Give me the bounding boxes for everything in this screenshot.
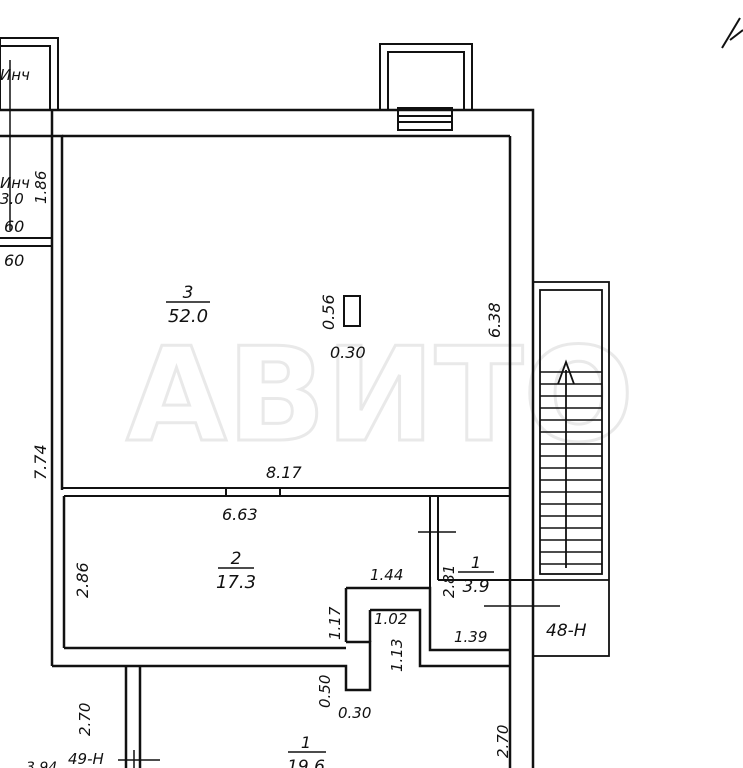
watermark: АВИТО xyxy=(126,319,634,471)
dim-030a: 0.30 xyxy=(330,343,366,362)
room-area: 19.6 xyxy=(287,757,325,768)
room-area: 52.0 xyxy=(168,306,208,327)
dim-817: 8.17 xyxy=(266,463,302,482)
dim-663: 6.63 xyxy=(222,505,258,524)
column-icon xyxy=(343,295,361,327)
balcony-niche xyxy=(379,43,473,131)
dim-638: 6.38 xyxy=(485,302,504,338)
room-area: 3.9 xyxy=(462,577,489,597)
dim-139: 1.39 xyxy=(454,628,487,646)
dimension-ticks xyxy=(9,60,560,768)
dim-60a: 60 xyxy=(4,217,24,236)
dim-60b: 60 xyxy=(4,251,24,270)
room-number: 1 xyxy=(471,553,481,572)
marker-nch-mid: Инч xyxy=(0,174,30,192)
room-number: 3 xyxy=(183,283,194,303)
room-1-large-label: 1 19.6 xyxy=(287,733,326,768)
dim-774: 7.74 xyxy=(31,444,50,480)
partition-walls xyxy=(62,487,533,588)
marker-49n: 49-Н xyxy=(68,750,104,768)
dim-056: 0.56 xyxy=(319,294,338,330)
dim-30: 3.0 xyxy=(0,190,24,208)
stair-arrow-icon xyxy=(557,359,575,568)
marker-nch-top: Инч xyxy=(0,66,30,84)
dim-281: 2.81 xyxy=(440,565,458,598)
room-3-label: 3 52.0 xyxy=(166,283,210,327)
room-1-small-label: 1 3.9 xyxy=(458,553,494,597)
marker-48n: 48-Н xyxy=(546,621,587,641)
dim-102: 1.02 xyxy=(374,610,407,628)
dim-113: 1.13 xyxy=(388,639,406,672)
room-number: 2 xyxy=(231,549,242,569)
dim-144: 1.44 xyxy=(370,566,403,584)
dim-186: 1.86 xyxy=(32,171,50,204)
dim-117: 1.17 xyxy=(326,606,344,640)
dim-030b: 0.30 xyxy=(338,704,371,722)
room-area: 17.3 xyxy=(216,572,256,593)
room-number: 1 xyxy=(301,733,311,752)
dim-270b: 2.70 xyxy=(494,725,512,758)
stair-steps xyxy=(540,371,602,565)
dim-050: 0.50 xyxy=(316,675,334,708)
dim-286: 2.86 xyxy=(73,562,92,598)
north-arrow-icon xyxy=(721,17,743,49)
dim-394: 3.94 xyxy=(26,760,57,768)
room-2-label: 2 17.3 xyxy=(216,549,256,593)
dim-270a: 2.70 xyxy=(76,703,94,736)
outer-walls xyxy=(0,108,535,768)
